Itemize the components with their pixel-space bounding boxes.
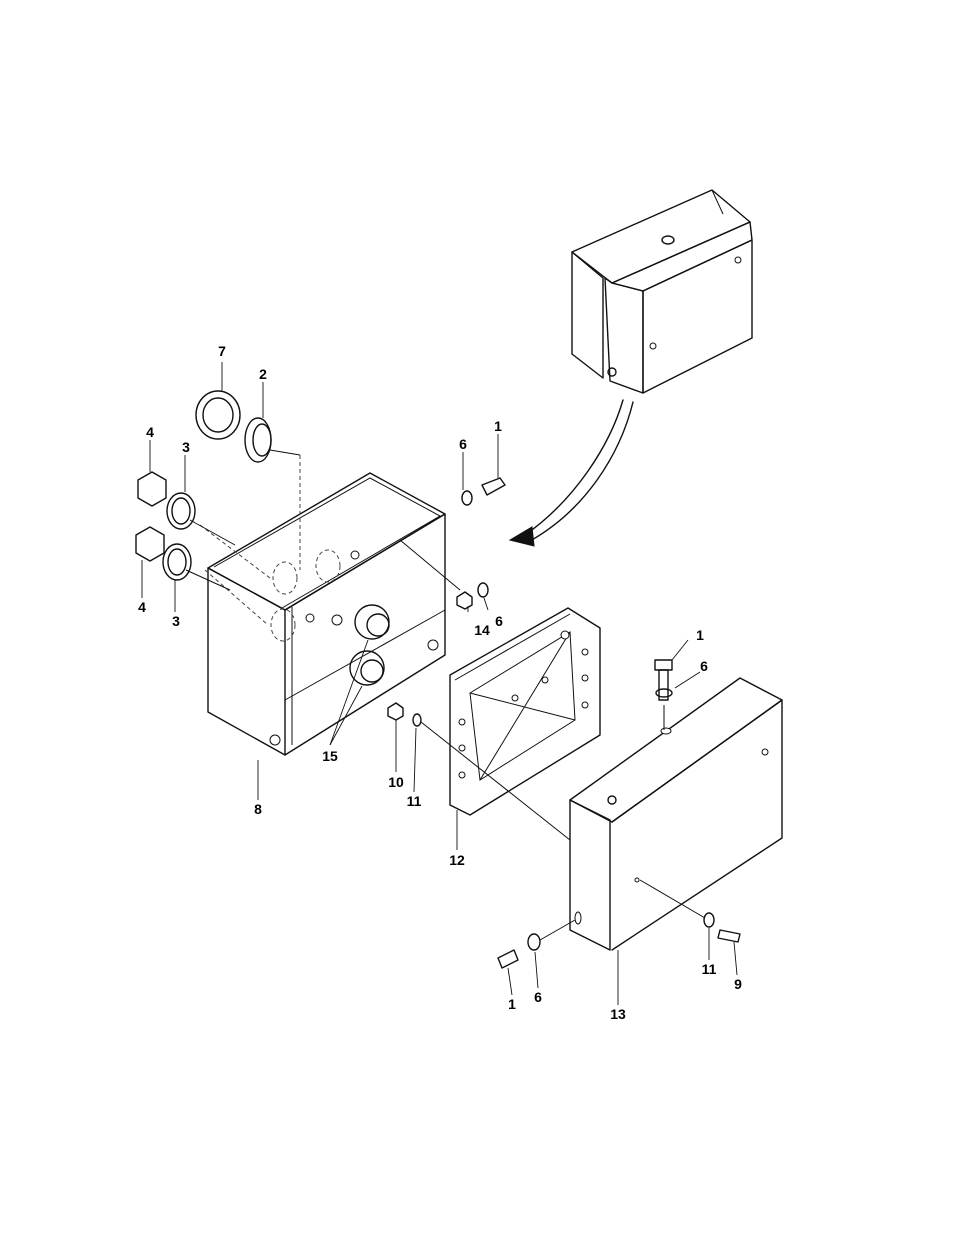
leader-lines [142,362,737,1005]
enclosure-cover [570,678,782,950]
seal-rings-and-nuts [136,391,300,590]
main-enclosure-box [200,455,445,755]
callout-9: 9 [734,976,742,992]
callout-6: 6 [534,989,542,1005]
callout-1: 1 [494,418,502,434]
callout-11: 11 [407,793,422,809]
callout-15: 15 [322,748,338,764]
callout-3: 3 [182,439,190,455]
curved-arrow [510,400,633,546]
callouts: 7 2 4 3 4 3 6 1 14 6 15 8 10 11 12 1 6 1… [138,343,742,1022]
callout-1: 1 [508,996,516,1012]
callout-2: 2 [259,366,267,382]
callout-3: 3 [172,613,180,629]
callout-6: 6 [495,613,503,629]
callout-13: 13 [610,1006,626,1022]
callout-6: 6 [700,658,708,674]
callout-7: 7 [218,343,226,359]
cover-fasteners [498,660,740,968]
callout-1: 1 [696,627,704,643]
callout-10: 10 [388,774,404,790]
mounting-plate [450,608,600,815]
callout-4: 4 [138,599,146,615]
callout-14: 14 [474,622,490,638]
callout-8: 8 [254,801,262,817]
assembled-enclosure [572,190,752,393]
callout-4: 4 [146,424,154,440]
callout-12: 12 [449,852,465,868]
callout-11: 11 [702,961,717,977]
callout-6: 6 [459,436,467,452]
